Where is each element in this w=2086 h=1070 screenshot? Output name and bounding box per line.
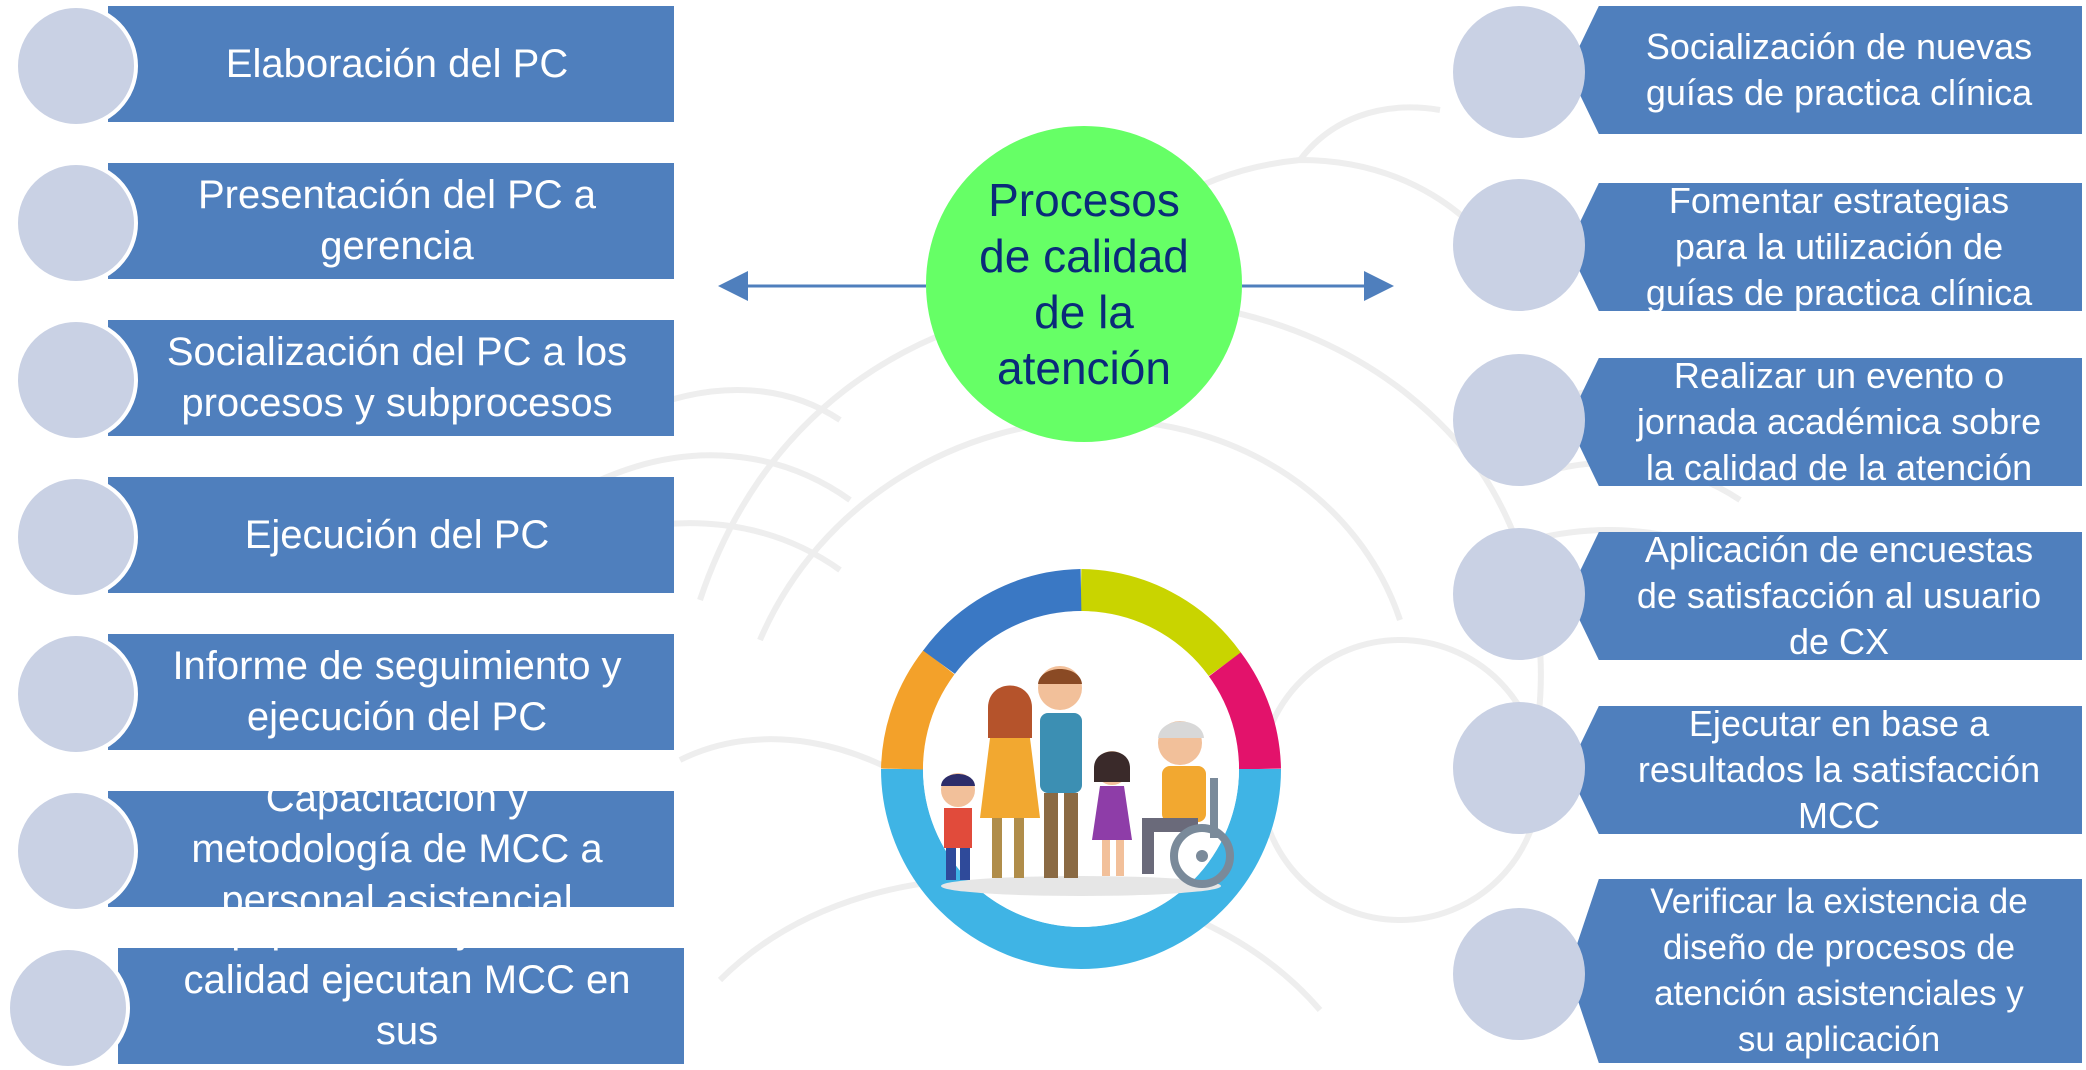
right-action-5: Ejecutar en base a resultados la satisfa…	[1568, 706, 2082, 834]
left-step-1-bullet	[14, 4, 138, 128]
left-step-2: Presentación del PC a gerencia	[108, 163, 674, 279]
right-action-3: Realizar un evento o jornada académica s…	[1568, 358, 2082, 486]
right-action-6: Verificar la existencia de diseño de pro…	[1568, 879, 2082, 1063]
left-step-5-bullet	[14, 632, 138, 756]
left-step-4: Ejecución del PC	[108, 477, 674, 593]
left-step-3: Socialización del PC a los procesos y su…	[108, 320, 674, 436]
right-action-3-bullet	[1453, 354, 1585, 486]
family-illustration-icon	[881, 569, 1281, 969]
left-step-4-bullet	[14, 475, 138, 599]
right-action-4-bullet	[1453, 528, 1585, 660]
right-action-2-bullet	[1453, 179, 1585, 311]
left-step-6-bullet	[14, 789, 138, 913]
right-action-1-bullet	[1453, 6, 1585, 138]
left-step-1: Elaboración del PC	[108, 6, 674, 122]
left-step-2-bullet	[14, 161, 138, 285]
right-action-1: Socialización de nuevas guías de practic…	[1568, 6, 2082, 134]
right-action-2: Fomentar estrategias para la utilización…	[1568, 183, 2082, 311]
center-process-circle: Procesos de calidad de la atención	[926, 126, 1242, 442]
right-action-6-bullet	[1453, 908, 1585, 1040]
right-action-4: Aplicación de encuestas de satisfacción …	[1568, 532, 2082, 660]
left-step-6: Capacitación y metodología de MCC a pers…	[108, 791, 674, 907]
right-action-5-bullet	[1453, 702, 1585, 834]
left-step-7: Equipos de mejora de la calidad ejecutan…	[118, 948, 684, 1064]
left-step-7-bullet	[6, 946, 130, 1070]
left-step-3-bullet	[14, 318, 138, 442]
left-step-5: Informe de seguimiento y ejecución del P…	[108, 634, 674, 750]
